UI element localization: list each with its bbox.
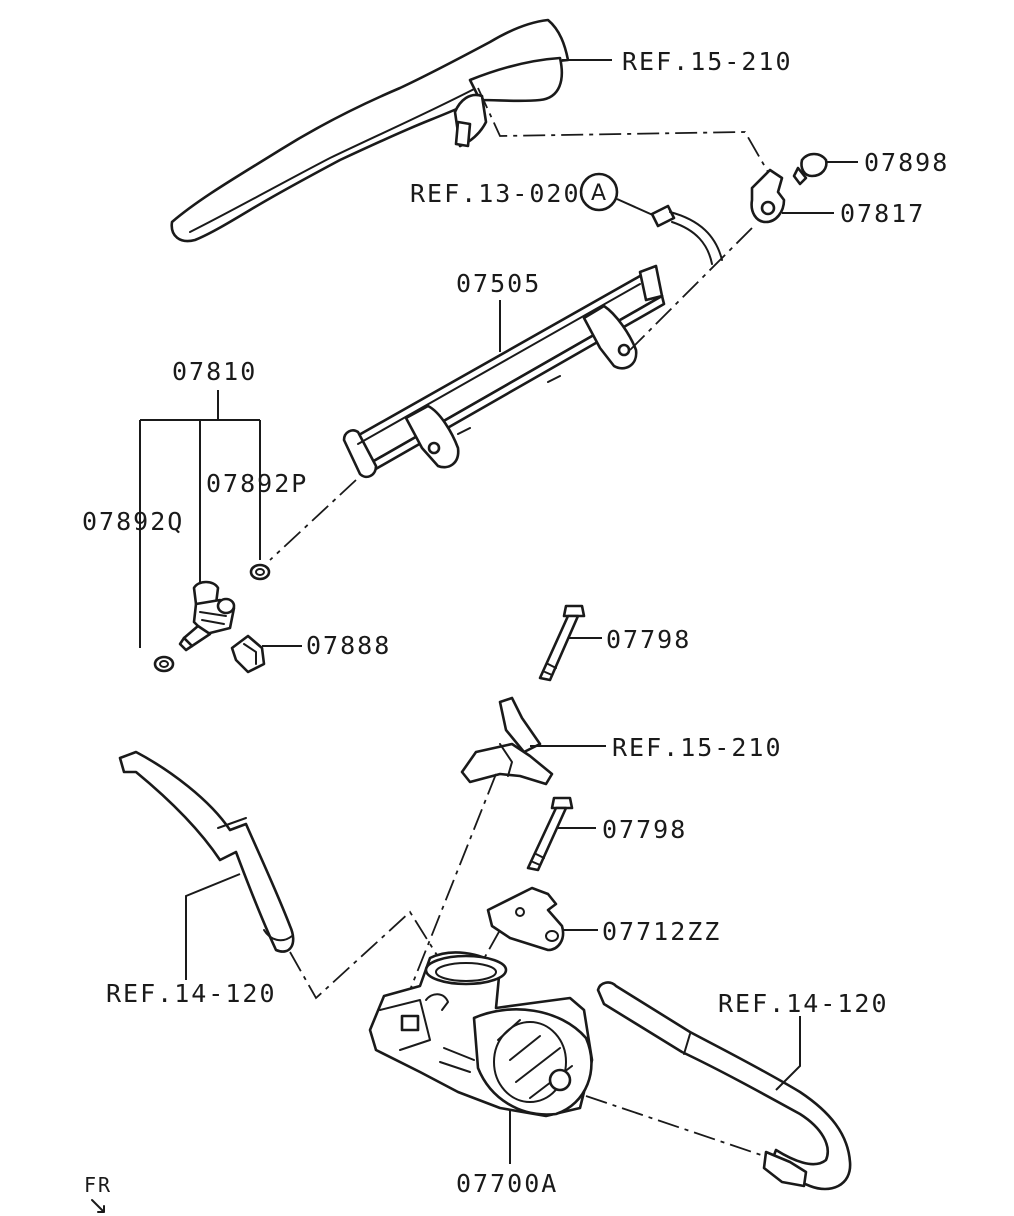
label-07798-bottom: 07798 <box>602 815 687 844</box>
fuel-hose-a <box>650 204 723 265</box>
fr-arrow-icon <box>91 1199 105 1213</box>
label-07505: 07505 <box>456 269 541 298</box>
label-07892q: 07892Q <box>82 507 184 536</box>
leader-ref-14-120-left <box>185 873 241 980</box>
label-ref-14-120-left: REF.14-120 <box>106 979 277 1008</box>
label-ref-13-020: REF.13-020 <box>410 179 581 208</box>
clip-07817 <box>750 168 786 224</box>
upper-hose-assembly <box>170 18 570 243</box>
callout-a: A <box>591 181 606 206</box>
label-07898: 07898 <box>864 148 949 177</box>
hose-left <box>118 750 295 953</box>
label-ref-15-210-top: REF.15-210 <box>622 47 793 76</box>
dash-clip-to-rail <box>629 227 753 351</box>
dash-hose-to-clip <box>477 87 769 173</box>
bracket-07810 <box>139 390 261 648</box>
bolt-07898 <box>792 152 828 186</box>
hose-right <box>596 981 852 1191</box>
label-07700a: 07700A <box>456 1169 558 1198</box>
oring-07892p <box>249 563 271 581</box>
oring-07892q <box>153 655 175 673</box>
leader-callout-a <box>616 198 656 217</box>
label-07810: 07810 <box>172 357 257 386</box>
label-fr: FR <box>84 1173 112 1197</box>
leader-ref-14-120-right <box>775 1016 801 1091</box>
injector <box>178 580 236 652</box>
label-07892p: 07892P <box>206 469 308 498</box>
label-ref-14-120-right: REF.14-120 <box>718 989 889 1018</box>
callout-circle-a <box>579 172 619 212</box>
dash-rail-to-oring <box>269 479 357 561</box>
throttle-body-07700a <box>368 951 594 1118</box>
bolt-07798-bottom <box>526 796 574 872</box>
bolt-07798-top <box>538 604 586 682</box>
label-07712zz: 07712ZZ <box>602 917 721 946</box>
dash-bracket-to-throttle <box>409 773 497 991</box>
dash-throttle-to-right-hose <box>585 1095 771 1159</box>
bracket-07712zz <box>486 886 565 952</box>
label-07888: 07888 <box>306 631 391 660</box>
label-07817: 07817 <box>840 199 925 228</box>
fuel-rail-07505 <box>342 264 666 479</box>
clip-07888 <box>230 634 266 674</box>
dash-left-hose-to-throttle <box>289 910 441 1000</box>
bracket-ref-15-210 <box>460 696 554 786</box>
label-07798-top: 07798 <box>606 625 691 654</box>
label-ref-15-210-mid: REF.15-210 <box>612 733 783 762</box>
